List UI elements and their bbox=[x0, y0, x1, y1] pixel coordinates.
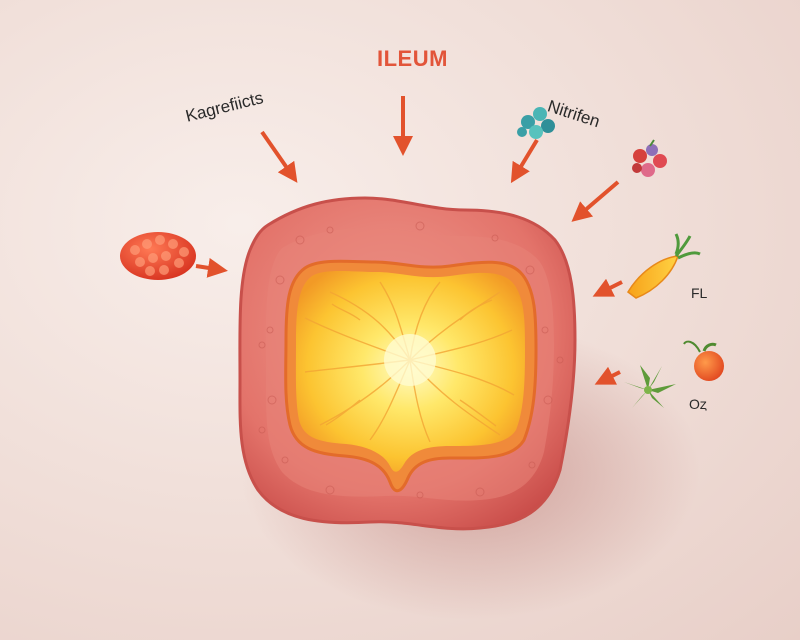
label-right-lower: Oȥ bbox=[689, 396, 707, 412]
arrow-right-middle bbox=[592, 278, 623, 297]
herb-icon bbox=[624, 365, 676, 408]
label-right-middle: FL bbox=[691, 285, 708, 301]
tissue-texture bbox=[258, 221, 564, 499]
lumen-center-glow bbox=[384, 334, 436, 386]
diagram-title: ILEUM bbox=[377, 46, 448, 71]
tomato-icon bbox=[683, 340, 724, 381]
arrow-top-left bbox=[260, 130, 298, 183]
arrow-right-lower bbox=[594, 366, 621, 385]
arrow-top-right bbox=[510, 138, 539, 184]
arrow-right-upper bbox=[571, 180, 620, 222]
carrot-icon bbox=[627, 233, 701, 299]
arrow-left bbox=[195, 257, 228, 278]
molecule-cluster-icon bbox=[517, 107, 555, 139]
berries-icon bbox=[632, 139, 667, 177]
raspberry-icon bbox=[120, 232, 196, 280]
